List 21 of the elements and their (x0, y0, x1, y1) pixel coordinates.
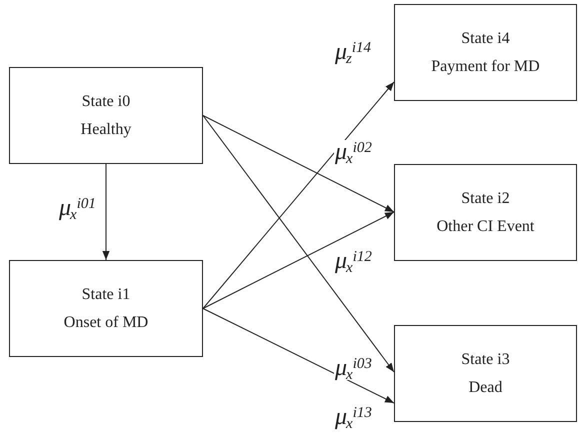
arrow (202, 308, 394, 404)
state-name: Healthy (80, 122, 132, 138)
state-name: Onset of MD (64, 314, 148, 330)
arrow (202, 82, 394, 309)
arrow (202, 212, 394, 309)
state-title: State i2 (461, 190, 510, 206)
state-name: Other CI Event (436, 218, 534, 234)
state-name: Dead (468, 380, 502, 396)
state-box (9, 260, 203, 357)
state-title: State i0 (82, 94, 130, 110)
arrow (102, 164, 110, 260)
arrow (202, 115, 394, 372)
state-title: State i4 (461, 30, 510, 46)
state-title: State i1 (82, 286, 130, 302)
state-title: State i3 (461, 352, 510, 368)
state-box (394, 4, 577, 101)
state-name: Payment for MD (431, 58, 540, 74)
state-box (394, 164, 577, 261)
state-box (394, 325, 577, 422)
arrow (202, 115, 394, 212)
state-box (9, 67, 203, 164)
